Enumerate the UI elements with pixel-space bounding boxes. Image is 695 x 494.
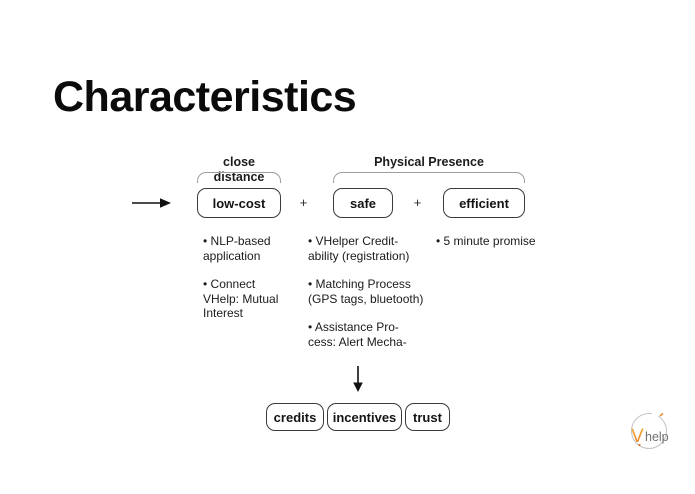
plus-sign-1: + <box>299 195 308 210</box>
logo-circle <box>631 413 667 449</box>
bullet-column-safe: • VHelper Credit- ability (registration)… <box>308 234 438 363</box>
plus-sign-2: + <box>413 195 422 210</box>
bullet-item: • VHelper Credit- ability (registration) <box>308 234 410 263</box>
bullet-item: • Assistance Pro- cess: Alert Mecha- <box>308 320 407 349</box>
logo-word-help: help <box>645 430 669 444</box>
group-label-physical-presence: Physical Presence <box>374 155 484 169</box>
bullet-item: • Connect VHelp: Mutual Interest <box>203 277 279 320</box>
box-low-cost: low-cost <box>197 188 281 218</box>
box-credits: credits <box>266 403 324 431</box>
page-title: Characteristics <box>53 73 357 121</box>
box-incentives: incentives <box>327 403 402 431</box>
logo-letter-v: V <box>631 426 644 447</box>
logo-spark-icon <box>659 412 664 417</box>
vhelp-logo: V help <box>631 412 669 449</box>
group-label-close-distance: close distance <box>213 155 265 184</box>
bracket-physical-presence <box>333 172 525 183</box>
box-efficient: efficient <box>443 188 525 218</box>
bullet-column-low-cost: • NLP-based application • Connect VHelp:… <box>203 234 298 335</box>
bullet-column-efficient: • 5 minute promise <box>436 234 566 263</box>
bullet-item: • Matching Process (GPS tags, bluetooth) <box>308 277 424 306</box>
box-safe: safe <box>333 188 393 218</box>
bullet-item: • NLP-based application <box>203 234 271 263</box>
bullet-item: • 5 minute promise <box>436 234 536 248</box>
flow-arrow-down-icon <box>353 366 363 392</box>
flow-arrow-right-icon <box>132 198 171 208</box>
bracket-close-distance <box>197 172 281 183</box>
box-trust: trust <box>405 403 450 431</box>
logo-dot-icon <box>638 443 641 447</box>
